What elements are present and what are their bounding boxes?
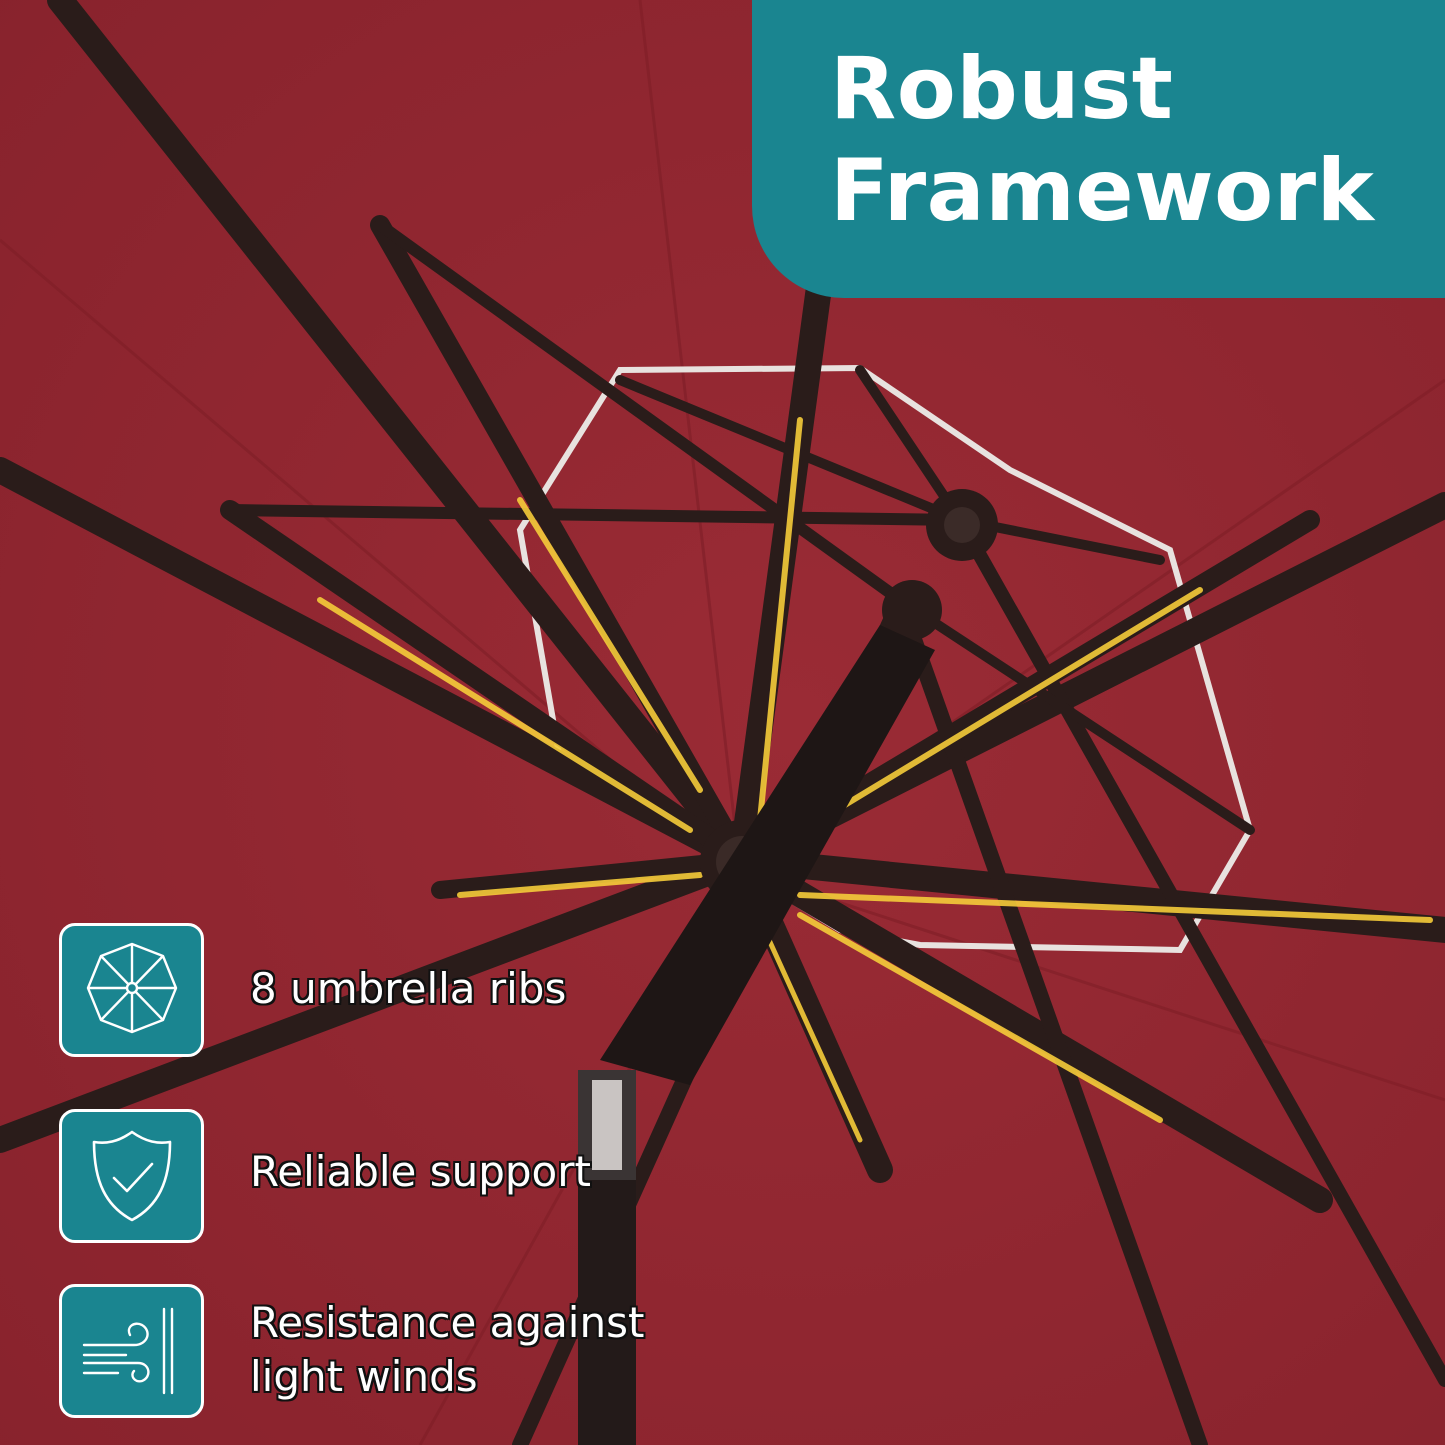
- rib-highlights: [317, 417, 1433, 1143]
- title-line-1: Robust: [830, 39, 1174, 139]
- feature-wind-line-1: Resistance against: [250, 1298, 645, 1347]
- feature-wind-line-2: light winds: [250, 1352, 478, 1401]
- vent-trim: [516, 364, 1254, 954]
- feature-ribs-text: 8 umbrella ribs: [250, 964, 567, 1013]
- feature-support-text: Reliable support: [250, 1147, 591, 1196]
- title-banner: Robust Framework: [752, 0, 1445, 298]
- feature-wind-text: Resistance against light winds: [250, 1296, 644, 1404]
- umbrella-top-icon: [59, 923, 204, 1057]
- umbrella-pole: [578, 625, 935, 1445]
- title-line-2: Framework: [830, 141, 1375, 241]
- shield-check-icon: [59, 1109, 204, 1243]
- wind-wall-icon: [59, 1284, 204, 1418]
